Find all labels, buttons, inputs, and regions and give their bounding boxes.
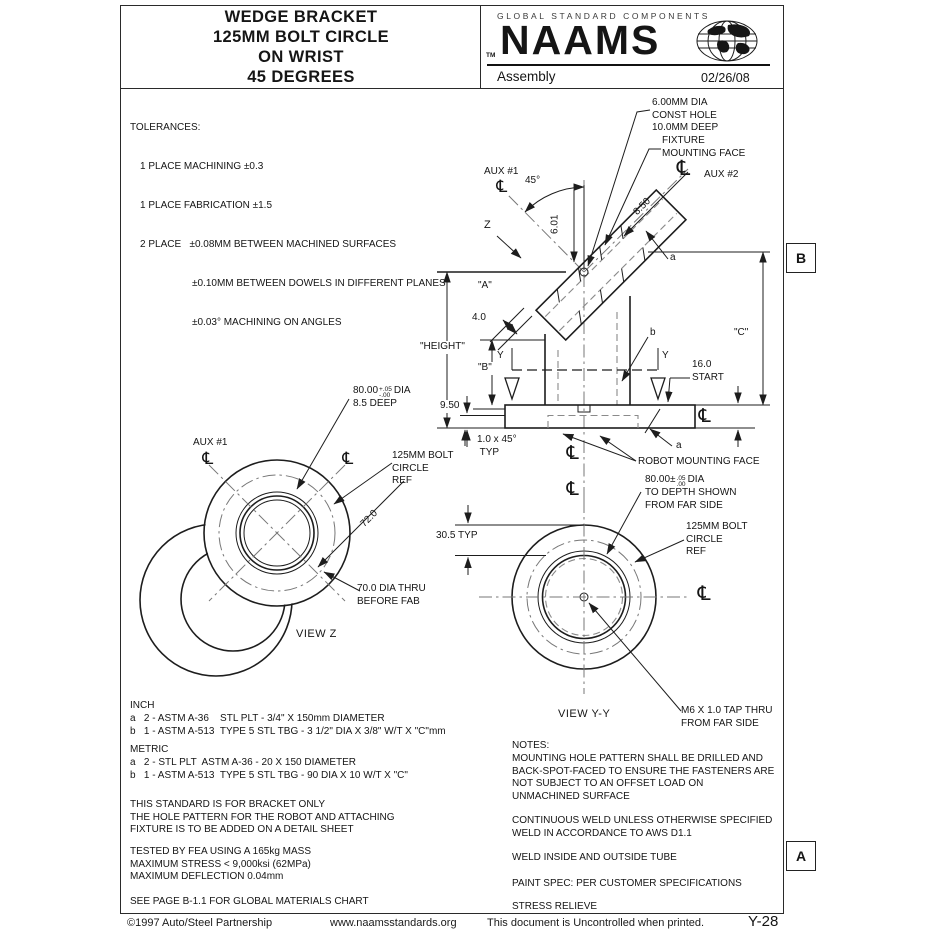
pointer-b: b [650,327,656,338]
centerline-icon: ℄ [494,177,510,197]
weld-size-4-0: 4.0 [472,312,486,323]
view-z-caption: VIEW Z [296,628,337,640]
section-y-label: Y [662,350,669,361]
notes-header: NOTES: [512,740,550,751]
dim-b-label: "B" [476,362,494,375]
view-y-y [455,491,689,712]
face-a-label: "A" [478,280,492,291]
dim-9-50: 9.50 [438,400,462,413]
header-bottom-rule [120,88,783,89]
centerline-icon: ℄ [564,442,582,464]
materials-chart-note: SEE PAGE B-1.1 FOR GLOBAL MATERIALS CHAR… [130,896,369,907]
page-title-line: 125MM BOLT CIRCLE [212,28,390,46]
inch-item-b: b 1 - ASTM A-513 TYPE 5 STL TBG - 3 1/2"… [130,726,446,737]
view-z-arrow-label: Z [484,219,491,231]
dim-30-5-typ: 30.5 TYP [436,530,478,541]
copyright: ©1997 Auto/Steel Partnership [127,917,273,929]
tolerance-line: 1 PLACE MACHINING ±0.3 [140,161,264,172]
centerline-icon: ℄ [564,478,582,500]
fixture-mounting-face-callout: FIXTURE MOUNTING FACE [662,135,746,159]
globe-icon [696,20,758,62]
pointer-a: a [676,440,682,451]
zone-marker-b: B [786,243,816,273]
angle-45-dim: 45° [525,175,541,186]
note-stress: STRESS RELIEVE [512,901,598,912]
height-dim-label: "HEIGHT" [418,341,467,354]
header-divider [480,5,481,89]
bolt-circle-callout: 125MM BOLT CIRCLE REF [686,521,748,557]
tolerance-line: ±0.03° MACHINING ON ANGLES [192,317,342,328]
note-weld-tube: WELD INSIDE AND OUTSIDE TUBE [512,852,677,863]
tolerances-header: TOLERANCES: [130,122,201,133]
tolerances-block: TOLERANCES: 1 PLACE MACHINING ±0.3 1 PLA… [130,95,446,355]
scope-note: THIS STANDARD IS FOR BRACKET ONLY THE HO… [130,799,395,835]
depth-bore-callout-rest: TO DEPTH SHOWN FROM FAR SIDE [645,487,737,511]
chamfer-note: 1.0 x 45° TYP [477,434,517,458]
page-title-line: 45 DEGREES [247,68,355,86]
uncontrolled-disclaimer: This document is Uncontrolled when print… [487,917,705,929]
naams-logo-text: NAAMS [500,17,661,63]
aux1-label: AUX #1 [193,437,228,448]
inch-item-a: a 2 - ASTM A-36 STL PLT - 3/4" X 150mm D… [130,713,385,724]
dim-c-label: "C" [732,327,751,340]
thru-bore-callout: 70.0 DIA THRU BEFORE FAB [357,583,426,607]
aux2-label: AUX #2 [704,169,739,180]
centerline-icon: ℄ [674,156,693,180]
centerline-icon: ℄ [340,449,356,469]
brand-tagline: GLOBAL STANDARD COMPONENTS [497,11,711,21]
dim-6-01: 6.01 [549,214,561,234]
title-block: WEDGE BRACKET 125MM BOLT CIRCLE ON WRIST… [122,6,480,88]
view-z [139,398,405,677]
page-title-line: WEDGE BRACKET [224,8,378,26]
drawing-border [120,5,784,914]
robot-mounting-face-callout: ROBOT MOUNTING FACE [638,456,760,467]
inch-header: INCH [130,700,155,711]
note-paint: PAINT SPEC: PER CUSTOMER SPECIFICATIONS [512,878,742,889]
tap-callout: M6 X 1.0 TAP THRU FROM FAR SIDE [681,705,773,729]
tolerance-line: 2 PLACE ±0.08MM BETWEEN MACHINED SURFACE… [140,239,397,250]
metric-item-b: b 1 - ASTM A-513 TYPE 5 STL TBG - 90 DIA… [130,770,408,781]
centerline-icon: ℄ [696,405,714,427]
start-16-dim: 16.0 START [692,359,724,383]
bolt-circle-callout: 125MM BOLT CIRCLE REF [392,450,454,486]
centerline-icon: ℄ [695,581,713,605]
tolerance-line: 1 PLACE FABRICATION ±1.5 [140,200,273,211]
fea-note: TESTED BY FEA USING A 165kg MASS MAXIMUM… [130,846,311,882]
counterbore-depth: 8.5 DEEP [353,398,397,409]
category-label: Assembly [497,69,556,84]
website-link: www.naamsstandards.org [330,917,457,929]
const-hole-callout: 6.00MM DIA CONST HOLE 10.0MM DEEP [652,97,719,133]
note-weld: CONTINUOUS WELD UNLESS OTHERWISE SPECIFI… [512,815,773,839]
note-mounting-holes: MOUNTING HOLE PATTERN SHALL BE DRILLED A… [512,753,775,802]
centerline-icon: ℄ [200,449,216,469]
aux1-label: AUX #1 [484,166,519,177]
page-title-line: ON WRIST [258,48,344,66]
view-yy-caption: VIEW Y-Y [558,708,611,720]
section-y-label: Y [497,350,504,361]
main-elevation-view [437,109,770,500]
zone-marker-a: A [786,841,816,871]
page-number: Y-28 [748,913,779,930]
trademark-label: TM [486,52,496,59]
brand-underline [487,64,770,66]
tolerance-line: ±0.10MM BETWEEN DOWELS IN DIFFERENT PLAN… [192,278,446,289]
metric-item-a: a 2 - STL PLT ASTM A-36 - 20 X 150 DIAME… [130,757,357,768]
revision-date: 02/26/08 [701,71,750,85]
pointer-a: a [670,252,676,263]
metric-header: METRIC [130,744,169,755]
